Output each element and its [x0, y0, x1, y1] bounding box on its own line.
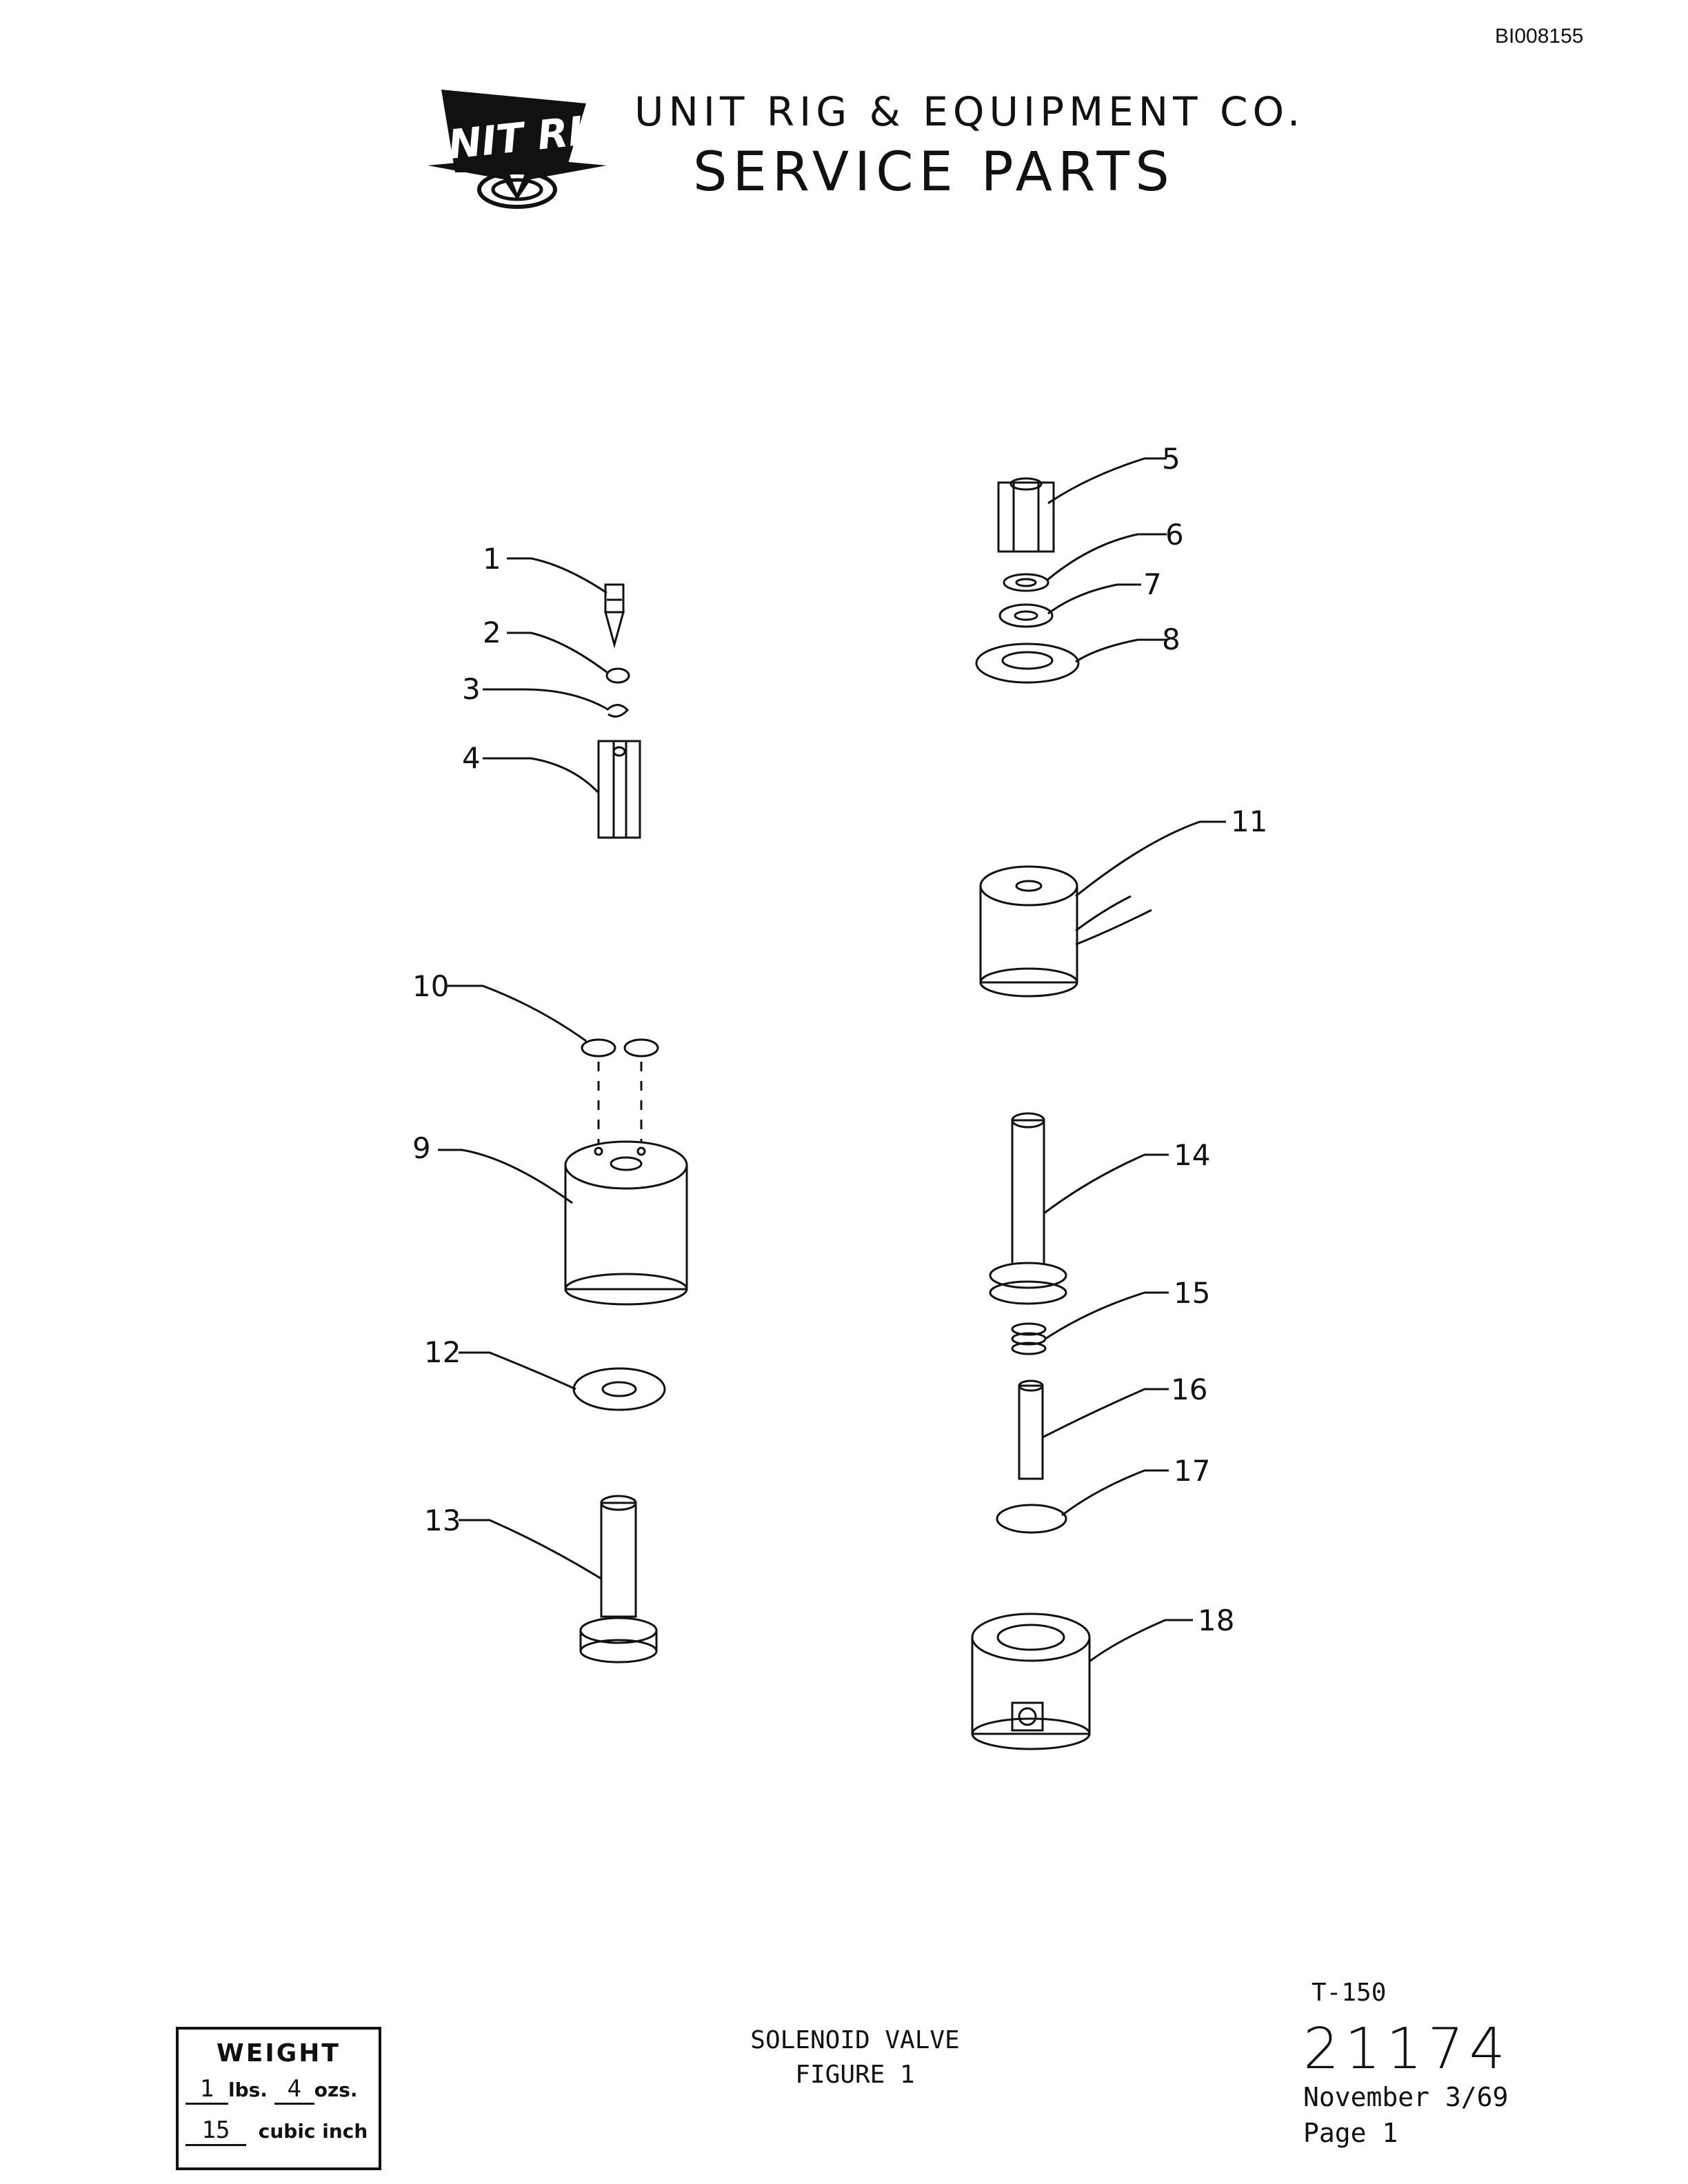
weight-ozs-value: 4 — [274, 2075, 314, 2105]
callout-10: 10 — [412, 969, 449, 1003]
callout-16: 16 — [1171, 1373, 1207, 1406]
weight-title: WEIGHT — [217, 2039, 341, 2067]
callout-9: 9 — [412, 1131, 431, 1165]
page-heading: SERVICE PARTS — [693, 141, 1175, 203]
part-plunger — [1018, 1379, 1044, 1480]
weight-volume-unit: cubic inch — [258, 2120, 368, 2143]
callout-7: 7 — [1143, 567, 1162, 601]
callout-3: 3 — [462, 672, 481, 706]
callout-17: 17 — [1174, 1454, 1210, 1488]
callout-8: 8 — [1162, 623, 1180, 656]
callout-15: 15 — [1174, 1276, 1210, 1310]
callout-6: 6 — [1165, 518, 1184, 552]
unit-rig-logo: UNIT RIG — [428, 90, 607, 209]
part-hex-fitting — [597, 740, 641, 839]
callout-5: 5 — [1162, 442, 1180, 476]
page-number: Page 1 — [1303, 2118, 1398, 2148]
exploded-parts-diagram: 1 2 3 4 5 6 7 8 9 10 11 12 13 14 15 16 1… — [412, 442, 1267, 1750]
callout-12: 12 — [424, 1335, 461, 1369]
t-code: T-150 — [1312, 1979, 1387, 2007]
part-gasket — [572, 1367, 666, 1411]
part-spring — [1011, 1322, 1047, 1355]
document-id: BI008155 — [1495, 25, 1584, 48]
weight-lbs-unit: lbs. — [228, 2079, 268, 2101]
part-needle — [604, 583, 625, 649]
part-o-ring — [605, 667, 630, 684]
part-valve-base — [971, 1612, 1091, 1750]
caption-line-2: FIGURE 1 — [795, 2061, 915, 2089]
part-flange-plate — [975, 643, 1080, 684]
weight-lbs-value: 1 — [185, 2075, 228, 2105]
callout-4: 4 — [462, 741, 481, 775]
part-valve-body — [564, 1140, 688, 1306]
callout-14: 14 — [1174, 1138, 1210, 1172]
part-stem — [579, 1495, 658, 1664]
part-nut — [998, 603, 1054, 628]
part-coil — [979, 865, 1152, 998]
weight-volume-row: 15 cubic inch — [185, 2116, 368, 2146]
caption-line-1: SOLENOID VALVE — [750, 2026, 960, 2054]
callout-13: 13 — [424, 1504, 461, 1537]
part-washer — [1003, 573, 1049, 592]
callout-11: 11 — [1231, 805, 1267, 838]
part-plugs — [581, 1038, 659, 1144]
company-name: UNIT RIG & EQUIPMENT CO. — [634, 88, 1305, 135]
figure-caption: SOLENOID VALVE FIGURE 1 — [710, 2023, 1000, 2092]
callout-2: 2 — [483, 616, 501, 649]
issue-date: November 3/69 — [1303, 2082, 1509, 2112]
callout-1: 1 — [483, 542, 501, 576]
weight-ozs-unit: ozs. — [314, 2079, 358, 2101]
part-number: 21174 — [1303, 2016, 1511, 2082]
callout-18: 18 — [1198, 1604, 1234, 1637]
weight-volume-value: 15 — [185, 2116, 246, 2146]
part-armature-tube — [989, 1112, 1067, 1305]
part-clip — [605, 704, 630, 718]
part-hex-nut — [997, 477, 1055, 553]
part-disc — [996, 1504, 1067, 1534]
